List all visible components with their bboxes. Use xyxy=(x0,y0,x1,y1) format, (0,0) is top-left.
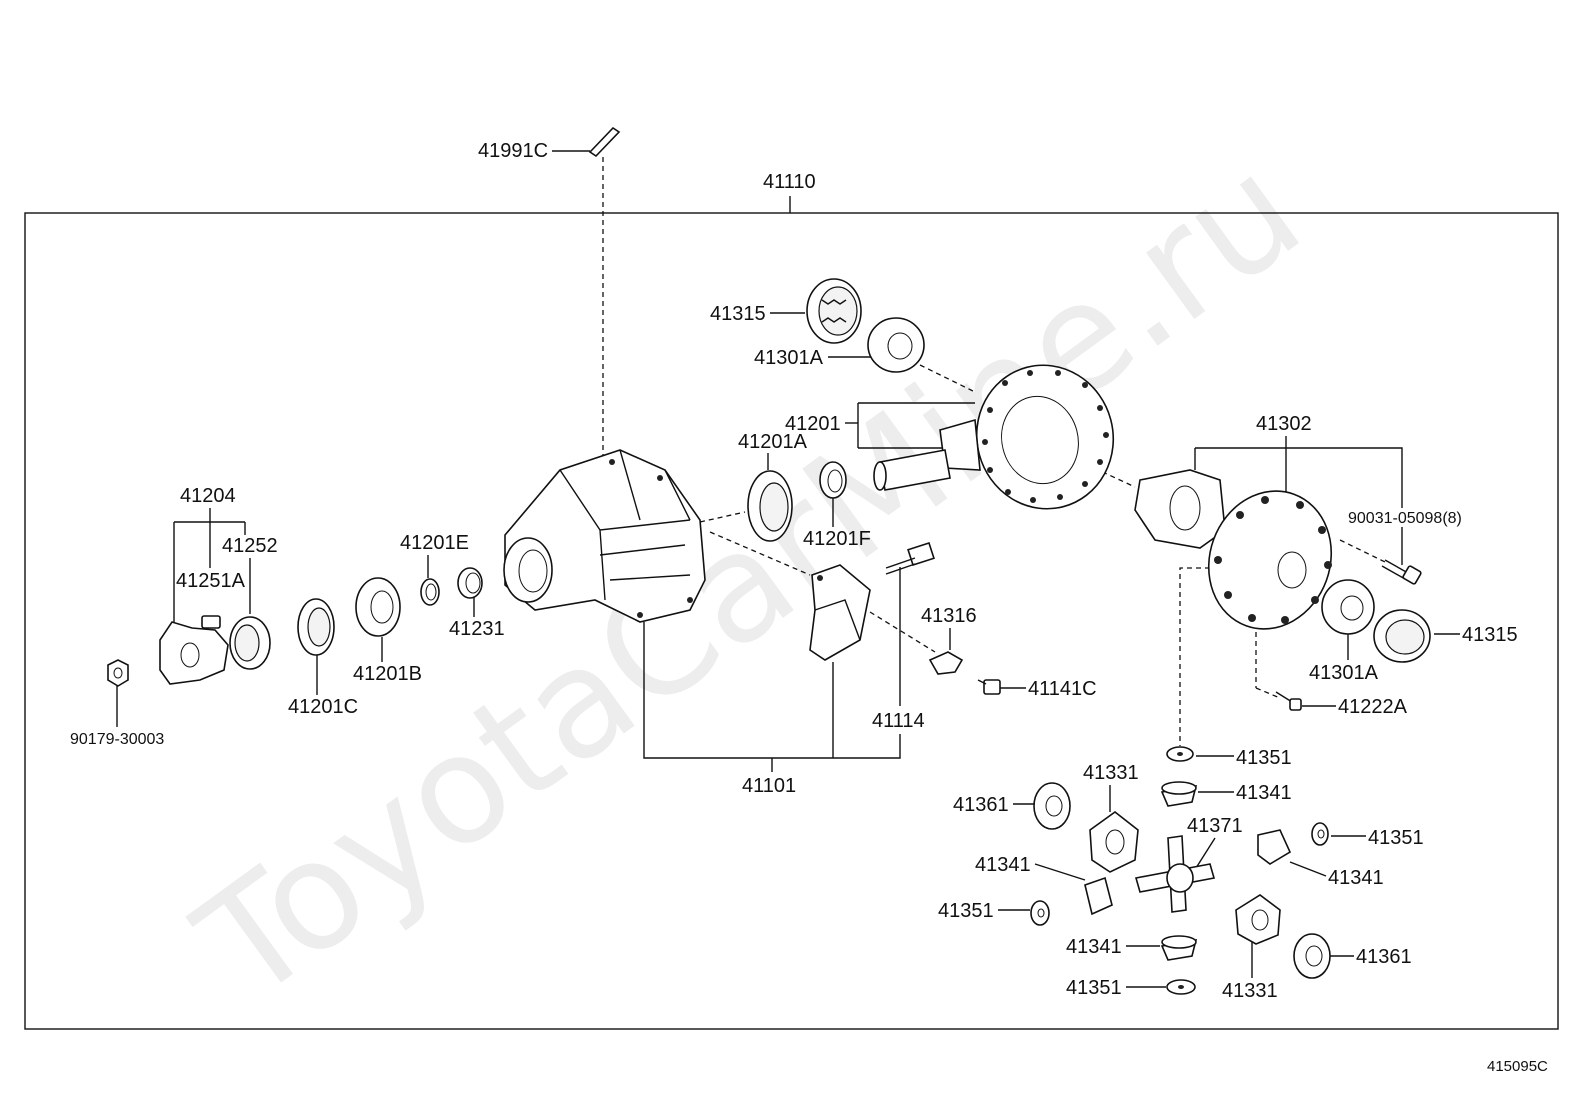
part-41231-spacer[interactable] xyxy=(457,567,483,599)
part-41316-lock[interactable] xyxy=(928,651,964,675)
part-41114-bolt[interactable] xyxy=(885,541,935,575)
label-41315-right[interactable]: 41315 xyxy=(1462,624,1518,646)
part-41201E-spacer[interactable] xyxy=(420,578,440,606)
label-41991C[interactable]: 41991C xyxy=(478,140,548,162)
part-41201F-washer[interactable] xyxy=(819,461,847,499)
part-41201B-bearing[interactable] xyxy=(355,577,401,637)
label-41201F[interactable]: 41201F xyxy=(803,528,871,550)
part-41315-top-bearing-cup[interactable] xyxy=(806,278,862,344)
part-41302-differential-case[interactable] xyxy=(1134,469,1350,646)
assembly-frame xyxy=(24,212,1559,1030)
label-41351-d[interactable]: 41351 xyxy=(1066,977,1122,999)
part-41361-a-thrust-washer[interactable] xyxy=(1033,782,1071,830)
label-41110[interactable]: 41110 xyxy=(763,171,816,193)
label-41201[interactable]: 41201 xyxy=(785,413,841,435)
leader-lines xyxy=(116,150,1460,988)
label-41251A[interactable]: 41251A xyxy=(176,570,246,592)
part-41251A-bolt[interactable] xyxy=(201,615,221,629)
label-41252[interactable]: 41252 xyxy=(222,535,278,557)
part-41351-b-washer[interactable] xyxy=(1311,822,1329,846)
alignment-lines xyxy=(602,157,1386,746)
label-41204[interactable]: 41204 xyxy=(180,485,236,507)
label-41101[interactable]: 41101 xyxy=(742,775,796,797)
part-41341-c-pinion[interactable] xyxy=(1257,829,1292,865)
part-41204-companion-flange[interactable] xyxy=(159,621,229,685)
label-41351-c[interactable]: 41351 xyxy=(938,900,994,922)
label-41371[interactable]: 41371 xyxy=(1187,815,1243,837)
part-41252-deflector[interactable] xyxy=(229,616,271,670)
part-41301A-top-bearing[interactable] xyxy=(867,317,925,373)
label-41341-a[interactable]: 41341 xyxy=(1236,782,1292,804)
label-41351-b[interactable]: 41351 xyxy=(1368,827,1424,849)
label-41222A[interactable]: 41222A xyxy=(1338,696,1408,718)
part-41371-pinion-shaft[interactable] xyxy=(1134,835,1216,913)
part-41201C-oil-seal[interactable] xyxy=(297,598,335,656)
part-41201-ring-gear-pinion[interactable] xyxy=(873,350,1129,524)
label-41341-c[interactable]: 41341 xyxy=(1328,867,1384,889)
label-41341-b[interactable]: 41341 xyxy=(975,854,1031,876)
label-41316[interactable]: 41316 xyxy=(921,605,977,627)
part-41361-b-thrust-washer[interactable] xyxy=(1293,933,1331,979)
part-41201A-oil-seal[interactable] xyxy=(747,470,793,542)
watermark: ToyotaCarMine.ru xyxy=(168,123,1331,1035)
part-41351-a-washer[interactable] xyxy=(1166,746,1194,762)
label-41201E[interactable]: 41201E xyxy=(400,532,469,554)
part-41301A-right-bearing[interactable] xyxy=(1321,579,1375,635)
part-41351-c-washer[interactable] xyxy=(1030,900,1050,926)
label-41331-b[interactable]: 41331 xyxy=(1222,980,1278,1002)
label-41361-b[interactable]: 41361 xyxy=(1356,946,1412,968)
part-41351-d-washer[interactable] xyxy=(1166,979,1196,995)
part-90031-05098-bolt[interactable] xyxy=(1381,559,1422,585)
label-41114[interactable]: 41114 xyxy=(872,710,925,732)
label-41141C[interactable]: 41141C xyxy=(1028,678,1097,700)
diagram-code: 415095C xyxy=(1487,1058,1548,1075)
part-90179-30003-nut[interactable] xyxy=(107,659,129,687)
label-41361-a[interactable]: 41361 xyxy=(953,794,1009,816)
part-41331-b-side-gear[interactable] xyxy=(1235,894,1281,945)
label-41315-top[interactable]: 41315 xyxy=(710,303,766,325)
label-41331-a[interactable]: 41331 xyxy=(1083,762,1139,784)
part-41141C-bolt[interactable] xyxy=(977,679,1001,695)
part-41101-carrier-housing[interactable] xyxy=(503,449,706,623)
part-41331-a-side-gear[interactable] xyxy=(1089,810,1139,873)
label-41231[interactable]: 41231 xyxy=(449,618,505,640)
label-90179-30003[interactable]: 90179-30003 xyxy=(70,731,164,748)
label-41341-d[interactable]: 41341 xyxy=(1066,936,1122,958)
part-41341-a-pinion[interactable] xyxy=(1160,781,1198,807)
part-41341-d-pinion[interactable] xyxy=(1160,935,1198,961)
label-41201C[interactable]: 41201C xyxy=(288,696,358,718)
part-41222A-bolt[interactable] xyxy=(1275,691,1302,711)
part-bearing-cap[interactable] xyxy=(809,564,871,661)
label-41301A-top[interactable]: 41301A xyxy=(754,347,824,369)
part-41341-b-pinion[interactable] xyxy=(1084,876,1113,916)
label-41201B[interactable]: 41201B xyxy=(353,663,422,685)
label-41201A[interactable]: 41201A xyxy=(738,431,808,453)
label-41302[interactable]: 41302 xyxy=(1256,413,1312,435)
part-41315-right-bearing-cup[interactable] xyxy=(1373,609,1431,663)
part-41991C-plate[interactable] xyxy=(588,126,621,158)
label-90031-05098[interactable]: 90031-05098(8) xyxy=(1348,510,1462,527)
label-41351-a[interactable]: 41351 xyxy=(1236,747,1292,769)
label-41301A-right[interactable]: 41301A xyxy=(1309,662,1379,684)
